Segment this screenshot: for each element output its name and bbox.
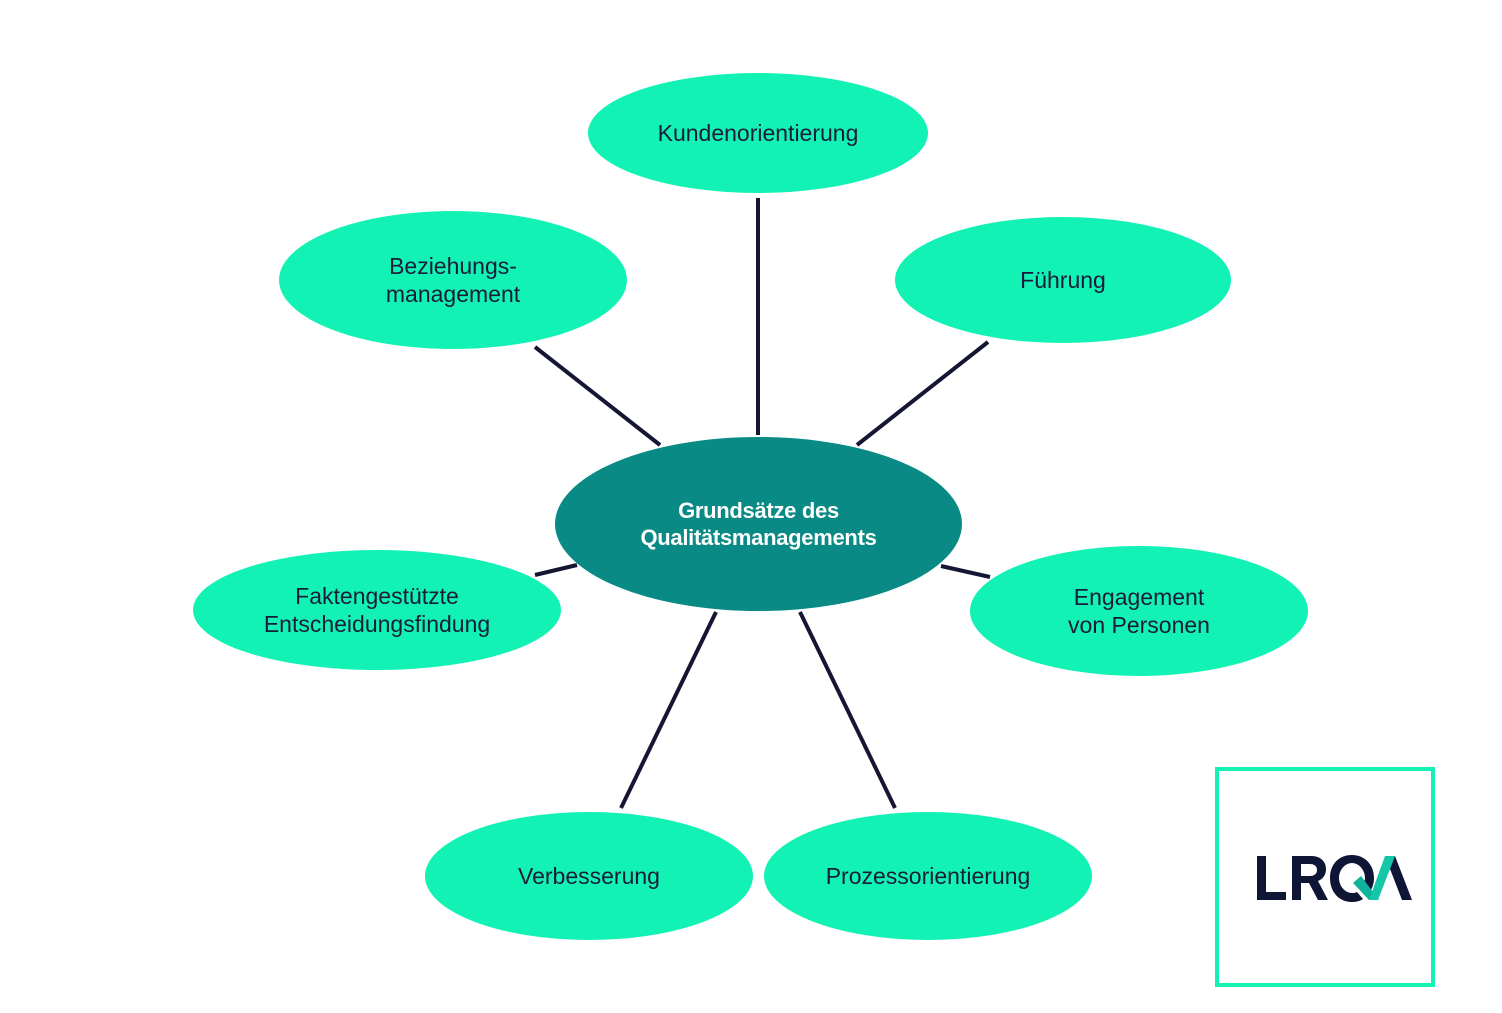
node-beziehungsmanagement: Beziehungs-management xyxy=(279,211,627,349)
center-label-line1: Grundsätze des xyxy=(678,498,839,523)
connector-fakten xyxy=(534,563,578,577)
lrqa-logo-mark xyxy=(1257,855,1412,902)
node-label: Entscheidungsfindung xyxy=(263,611,491,637)
connector-prozess xyxy=(798,611,897,809)
node-label: Engagement xyxy=(1073,584,1205,610)
node-label: Führung xyxy=(1020,267,1106,293)
node-label: management xyxy=(385,281,521,307)
node-label: Verbesserung xyxy=(518,863,660,889)
connector-fuehrung xyxy=(855,340,990,447)
center-label-line2: Qualitätsmanagements xyxy=(640,525,877,550)
node-kundenorientierung: Kundenorientierung xyxy=(588,73,928,193)
node-label: Prozessorientierung xyxy=(825,863,1031,889)
node-label: Faktengestützte xyxy=(295,583,459,609)
connector-verbesserung xyxy=(619,611,718,809)
lrqa-logo xyxy=(1215,767,1435,987)
connector-beziehung xyxy=(533,345,662,447)
node-label: Beziehungs- xyxy=(389,253,517,279)
connector-engagement xyxy=(940,564,991,579)
node-prozessorientierung: Prozessorientierung xyxy=(764,812,1092,940)
node-fuehrung: Führung xyxy=(895,217,1231,343)
node-verbesserung: Verbesserung xyxy=(425,812,753,940)
node-label: von Personen xyxy=(1068,612,1210,638)
node-label: Kundenorientierung xyxy=(657,120,859,146)
